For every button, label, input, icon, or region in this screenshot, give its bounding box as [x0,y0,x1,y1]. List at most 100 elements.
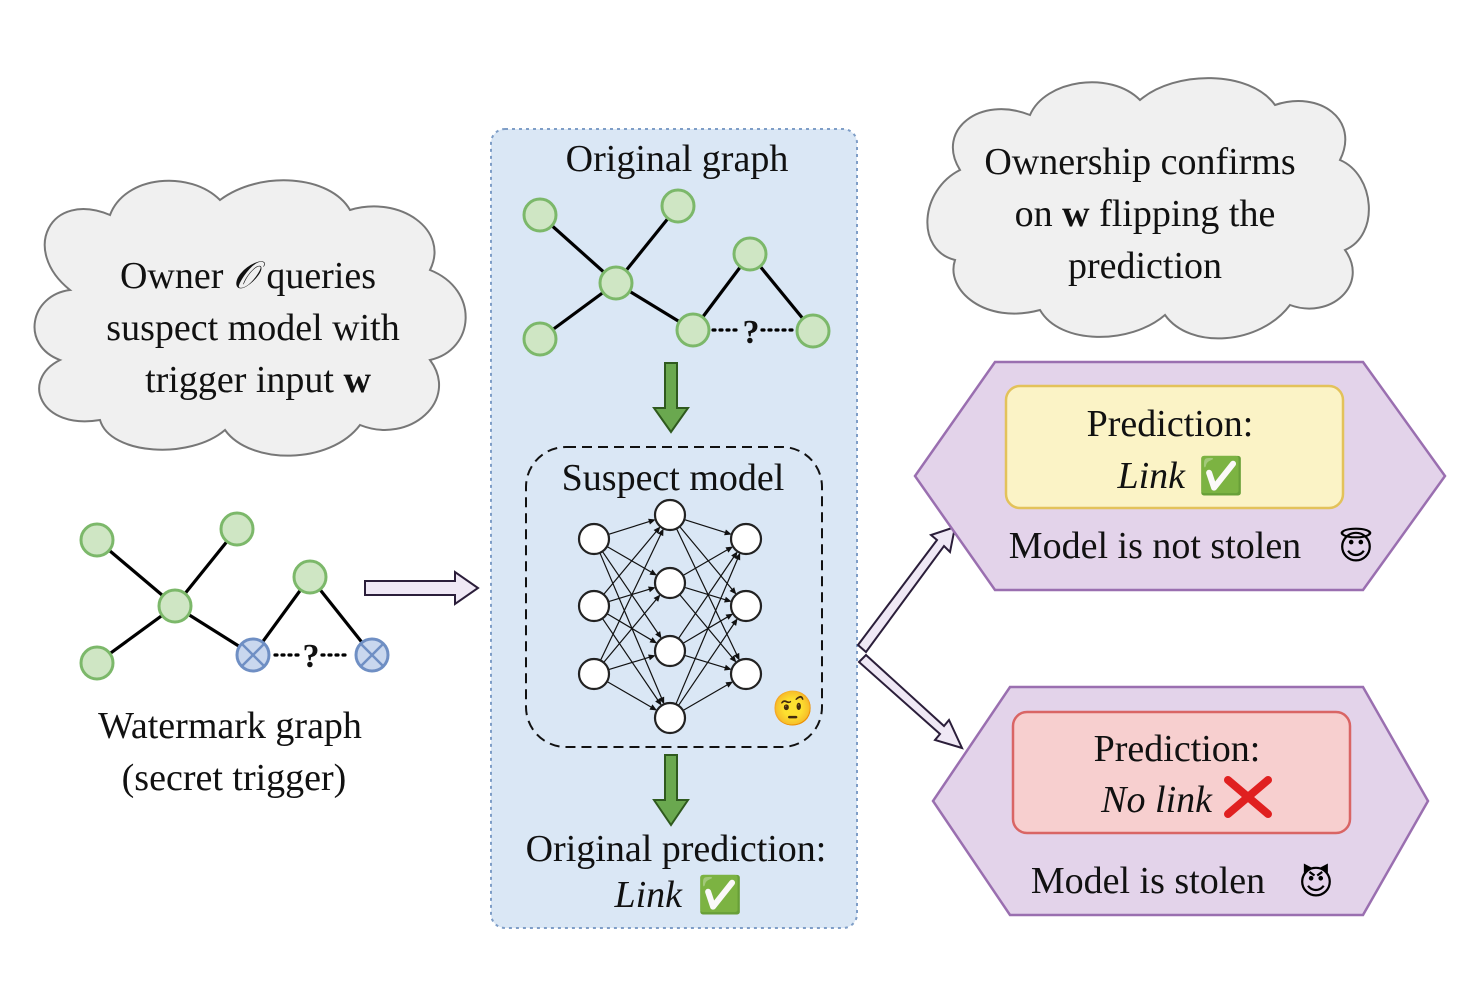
nn-arrowhead [724,664,732,671]
graph-node [157,588,193,624]
graph-node [660,188,696,224]
nn-neuron [577,589,611,623]
nn-connection [682,616,729,644]
ownership-line1: Ownership confirms [984,141,1295,183]
graph-node [219,511,255,547]
nn-neuron [577,522,611,556]
nn-neuron [653,701,687,735]
ownership-line3: prediction [1068,245,1222,287]
nn-connection [677,556,735,639]
nn-arrowhead [655,631,662,639]
watermark-caption-line2: (secret trigger) [122,757,347,799]
watermark-question-mark: ? [303,638,320,675]
watermark-caption-line1: Watermark graph [98,705,362,747]
owner-query-line3: trigger input w [145,359,371,401]
devil-face-icon: 😈 [1298,863,1333,903]
outcome-not-stolen: Prediction: Link ✅ Model is not stolen 😇 [913,360,1447,592]
nn-arrowhead [725,613,734,620]
nn-connection [603,530,657,595]
nn-connection [601,618,659,701]
nn-connection [606,680,653,708]
verdict-stolen: Model is stolen [1031,860,1265,902]
nn-arrowhead [648,654,656,661]
nn-neuron [653,566,687,600]
graph-node [79,522,115,558]
outcome-stolen: Prediction: No link ❌ Model is stolen 😈 [931,685,1430,917]
nn-connection [684,586,727,601]
nn-arrowhead [648,586,656,593]
prediction-value: Link [1116,455,1186,497]
owner-query-line2: suspect model with [106,307,399,349]
nn-connection [682,549,729,577]
nn-neuron [729,522,763,556]
nn-connection [677,623,735,706]
nn-connection [608,656,651,671]
owner-query-cloud: Owner 𝒪 queries suspect model with trigg… [33,179,467,457]
nn-arrowhead [648,518,656,525]
down-arrow-icon [652,754,690,827]
verdict-not-stolen: Model is not stolen [1009,525,1301,567]
nn-arrowhead [649,569,658,576]
suspect-model-box [525,446,823,748]
nn-arrowhead [729,655,737,663]
nn-arrowhead [653,526,661,534]
nn-connection [608,520,651,536]
nn-neuron [729,589,763,623]
original-question-mark: ? [743,314,760,351]
neural-network-icon [577,498,763,735]
check-mark-icon: ✅ [1199,455,1244,497]
prediction-value: No link [1100,779,1213,821]
nn-arrowhead [724,529,732,536]
input-arrow-icon [364,570,480,606]
nn-arrowhead [649,704,658,711]
nn-neuron [653,634,687,668]
original-graph-title: Original graph [566,138,789,180]
trigger-node-icon [354,637,390,673]
nn-arrowhead [733,652,740,661]
owner-query-line1: Owner 𝒪 queries [120,255,376,297]
graph-node [795,313,831,349]
nn-arrowhead [725,546,734,553]
nn-arrowhead [657,528,664,537]
nn-connection [684,518,727,534]
nn-connection [682,684,729,712]
nn-connection [679,526,733,591]
graph-node [732,236,768,272]
nn-connection [599,533,662,661]
nn-arrowhead [655,698,662,706]
arrow-to-not-stolen-icon [856,525,957,654]
graph-node [79,645,115,681]
nn-connection [684,654,727,669]
nn-arrowhead [725,681,734,688]
ownership-line2: on w flipping the [1015,193,1276,235]
nn-connection [603,598,657,663]
nn-arrowhead [724,596,732,603]
prediction-label: Prediction: [1094,728,1261,770]
nn-connection [599,552,663,699]
suspicious-face-icon: 🤨 [772,689,814,729]
suspect-model-label: Suspect model [562,457,785,499]
down-arrow-icon [652,362,690,434]
angel-face-icon: 😇 [1338,527,1373,568]
arrow-to-stolen-icon [857,653,964,750]
nn-arrowhead [731,618,738,626]
original-prediction-value: Link [613,874,683,916]
nn-connection [608,588,651,603]
nn-neuron [577,657,611,691]
original-prediction-label: Original prediction: [526,828,827,870]
trigger-node-icon [235,637,271,673]
graph-node [675,312,711,348]
prediction-label: Prediction: [1087,403,1254,445]
graph-node [522,321,558,357]
check-mark-icon: ✅ [698,874,743,916]
nn-arrowhead [649,637,658,644]
nn-connection [601,551,659,634]
graph-node [598,265,634,301]
nn-neuron [729,657,763,691]
watermark-graph: ? Watermark graph (secret trigger) [79,511,390,799]
nn-connection [679,594,733,659]
graph-node [292,559,328,595]
nn-neuron [653,498,687,532]
nn-arrowhead [653,594,661,602]
